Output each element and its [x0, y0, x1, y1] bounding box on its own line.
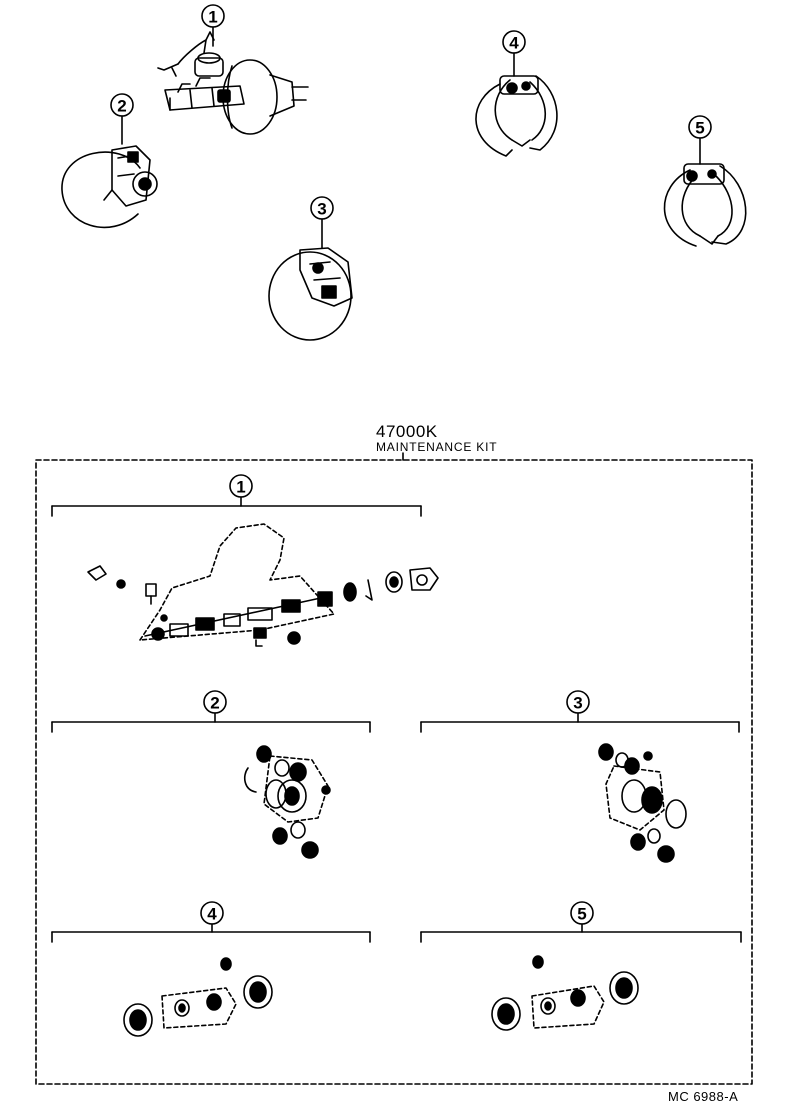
callout-3-top: [310, 196, 334, 249]
maintenance-kit-border: [35, 452, 753, 1085]
kit-section-4: [51, 901, 371, 1037]
callout-number: 2: [210, 694, 219, 713]
brake-master-cylinder-assembly: [157, 31, 309, 135]
callout-number: 5: [577, 905, 586, 924]
kit-section-1: [51, 474, 439, 647]
callout-2-top: [110, 93, 134, 145]
kit-section-3: [420, 690, 740, 863]
kit-part-number: 47000K: [376, 422, 438, 441]
callout-4-top: [502, 30, 526, 77]
callout-number: 5: [695, 119, 704, 138]
callout-number: 4: [509, 34, 519, 53]
callout-5-top: [688, 115, 712, 165]
callout-1-top: [201, 4, 225, 47]
rear-drum-brake-assembly-left: [475, 75, 558, 157]
callout-number: 1: [208, 8, 217, 27]
callout-number: 1: [236, 478, 245, 497]
rear-drum-brake-assembly-right: [663, 163, 747, 247]
front-caliper-assembly-right: [268, 247, 353, 341]
diagram-reference-code: MC 6988-A: [668, 1089, 739, 1104]
kit-label: MAINTENANCE KIT: [376, 440, 498, 454]
kit-section-2: [51, 690, 371, 859]
kit-section-5: [420, 901, 742, 1031]
callout-number: 3: [573, 694, 582, 713]
callout-number: 2: [117, 97, 126, 116]
front-caliper-assembly-left: [61, 145, 158, 229]
callout-number: 3: [317, 200, 326, 219]
callout-number: 4: [207, 905, 217, 924]
